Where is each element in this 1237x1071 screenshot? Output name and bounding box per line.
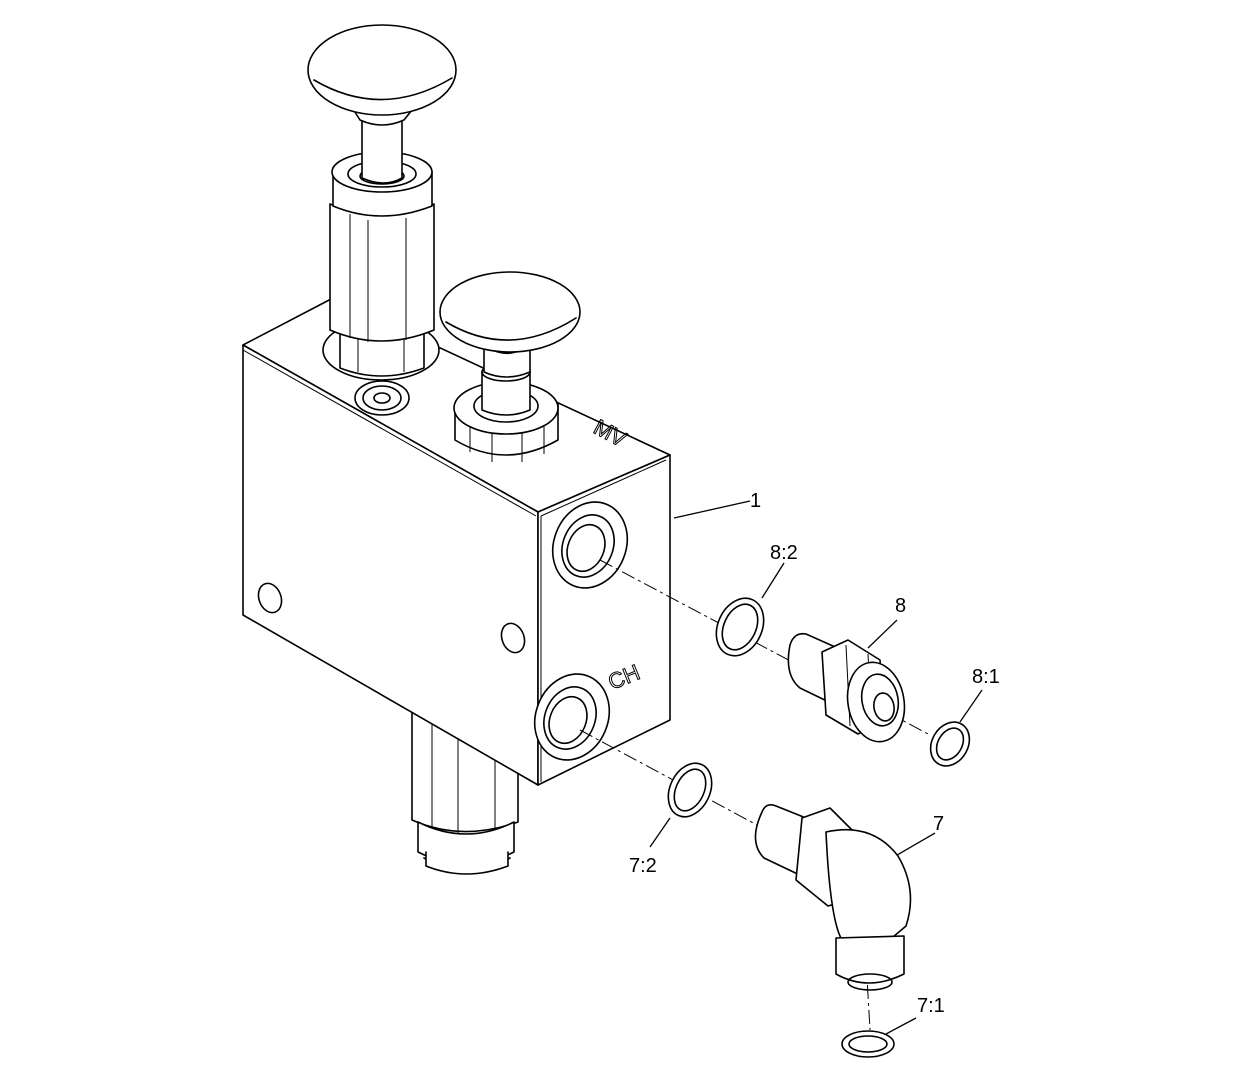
callout-7-1: 7:1: [917, 995, 945, 1017]
callout-8-2: 8:2: [770, 542, 798, 564]
callout-1: 1: [750, 490, 761, 512]
callout-7: 7: [933, 813, 944, 835]
o-ring-8-1: [929, 721, 971, 767]
o-ring-7-1: [841, 1030, 895, 1058]
valve-block: [242, 297, 671, 786]
upper-cartridge: [307, 24, 457, 377]
leader-lines: [649, 500, 983, 1035]
o-ring-7-2: [667, 762, 713, 818]
middle-knob-valve: [439, 271, 581, 462]
callout-7-2: 7:2: [629, 855, 657, 877]
callout-8-1: 8:1: [972, 666, 1000, 688]
straight-fitting-8: [787, 632, 906, 743]
callout-8: 8: [895, 595, 906, 617]
elbow-fitting-7: [754, 804, 912, 991]
o-ring-8-2: [715, 597, 765, 657]
